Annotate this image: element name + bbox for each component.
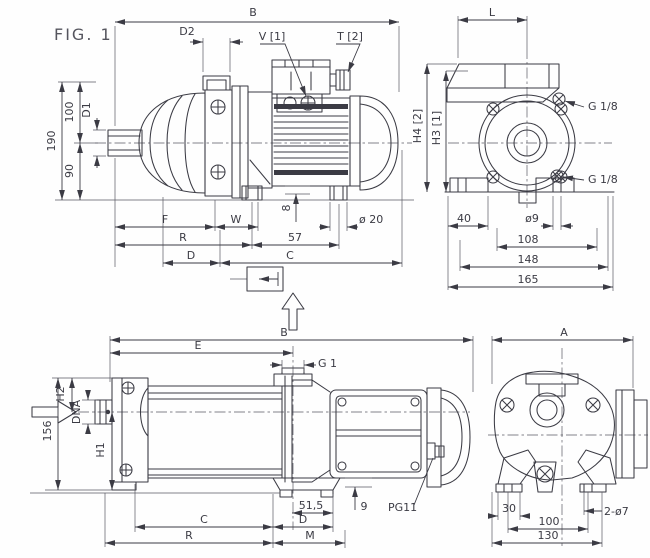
dim-b2: B (280, 326, 288, 339)
figure-label: FIG. 1 (54, 25, 113, 44)
dim-dna: DNA (70, 399, 83, 424)
plan-dimension-lines (55, 337, 473, 546)
dim-d2b: D (299, 513, 307, 526)
side-view: B D2 V [1] T [2] 190 100 90 D1 F W ø 20 … (45, 6, 414, 267)
end-view: A 30 2-ø7 100 130 (488, 326, 648, 547)
dim-r2: R (185, 529, 193, 542)
dim-g18-top: G 1/8 (588, 100, 618, 113)
dim-d: D (187, 249, 195, 262)
dim-h4: H4 [2] (411, 109, 424, 143)
dim-100: 100 (539, 515, 560, 528)
dim-foot-dia: ø 20 (359, 213, 383, 226)
dim-v1: V [1] (259, 30, 286, 43)
front-view: L H4 [2] H3 [1] G 1/8 G 1/8 40 ø9 108 14… (411, 6, 618, 291)
dim-l: L (489, 6, 496, 19)
dim-c2: C (200, 513, 208, 526)
dim-108: 108 (518, 233, 539, 246)
dim-130: 130 (538, 529, 559, 542)
dim-40: 40 (457, 212, 471, 225)
pg11-gland-icon (426, 442, 436, 460)
dim-w: W (231, 213, 242, 226)
dim-515: 51,5 (299, 499, 324, 512)
cable-gland-icon (335, 69, 351, 91)
dim-m: M (305, 529, 315, 542)
front-dimension-lines (424, 17, 613, 290)
dim-f: F (162, 213, 168, 226)
dim-e: E (195, 339, 202, 352)
dim-a: A (560, 326, 568, 339)
plan-extension-lines (30, 336, 474, 548)
dim-r: R (179, 231, 187, 244)
dim-b: B (249, 6, 257, 19)
end-dimension-lines (488, 337, 633, 546)
dim-100: 100 (63, 102, 76, 123)
flow-direction-up-arrow-icon (281, 292, 305, 331)
dim-h3: H3 [1] (430, 111, 443, 145)
section-symbol (246, 266, 284, 292)
side-dimension-lines (59, 19, 402, 266)
dim-9: 9 (361, 500, 368, 513)
dim-pg11: PG11 (388, 501, 417, 514)
plan-centerlines (78, 346, 470, 530)
front-centerlines (448, 48, 612, 208)
dim-g18-side: G 1/8 (588, 173, 618, 186)
plan-view: B E G 1 H2 DNA 156 H1 51,5 C D R M 9 PG1… (30, 326, 474, 548)
dim-8: 8 (280, 205, 293, 212)
dim-2o7: 2-ø7 (604, 505, 629, 518)
dim-156: 156 (41, 421, 54, 442)
front-extension-lines (427, 16, 614, 291)
end-centerlines (488, 348, 648, 546)
dim-d1: D1 (80, 102, 93, 117)
dim-30: 30 (502, 502, 516, 515)
side-pump-body (107, 59, 399, 201)
dim-c: C (286, 249, 294, 262)
dim-h1: H1 (94, 442, 107, 457)
dim-190: 190 (45, 131, 58, 152)
dim-90: 90 (63, 164, 76, 178)
end-pump-body (493, 370, 648, 493)
dim-d2: D2 (179, 25, 194, 38)
dim-g1: G 1 (318, 357, 337, 370)
dim-t2: T [2] (336, 30, 363, 43)
flow-symbols (230, 266, 305, 331)
front-pump-body (444, 63, 615, 204)
dim-165: 165 (518, 273, 539, 286)
dim-148: 148 (518, 253, 539, 266)
dim-h2: H2 (54, 386, 67, 401)
plan-pump-body (94, 367, 471, 498)
dim-57: 57 (288, 231, 302, 244)
g18-port-top-icon (552, 92, 566, 106)
dim-o9: ø9 (525, 212, 539, 225)
